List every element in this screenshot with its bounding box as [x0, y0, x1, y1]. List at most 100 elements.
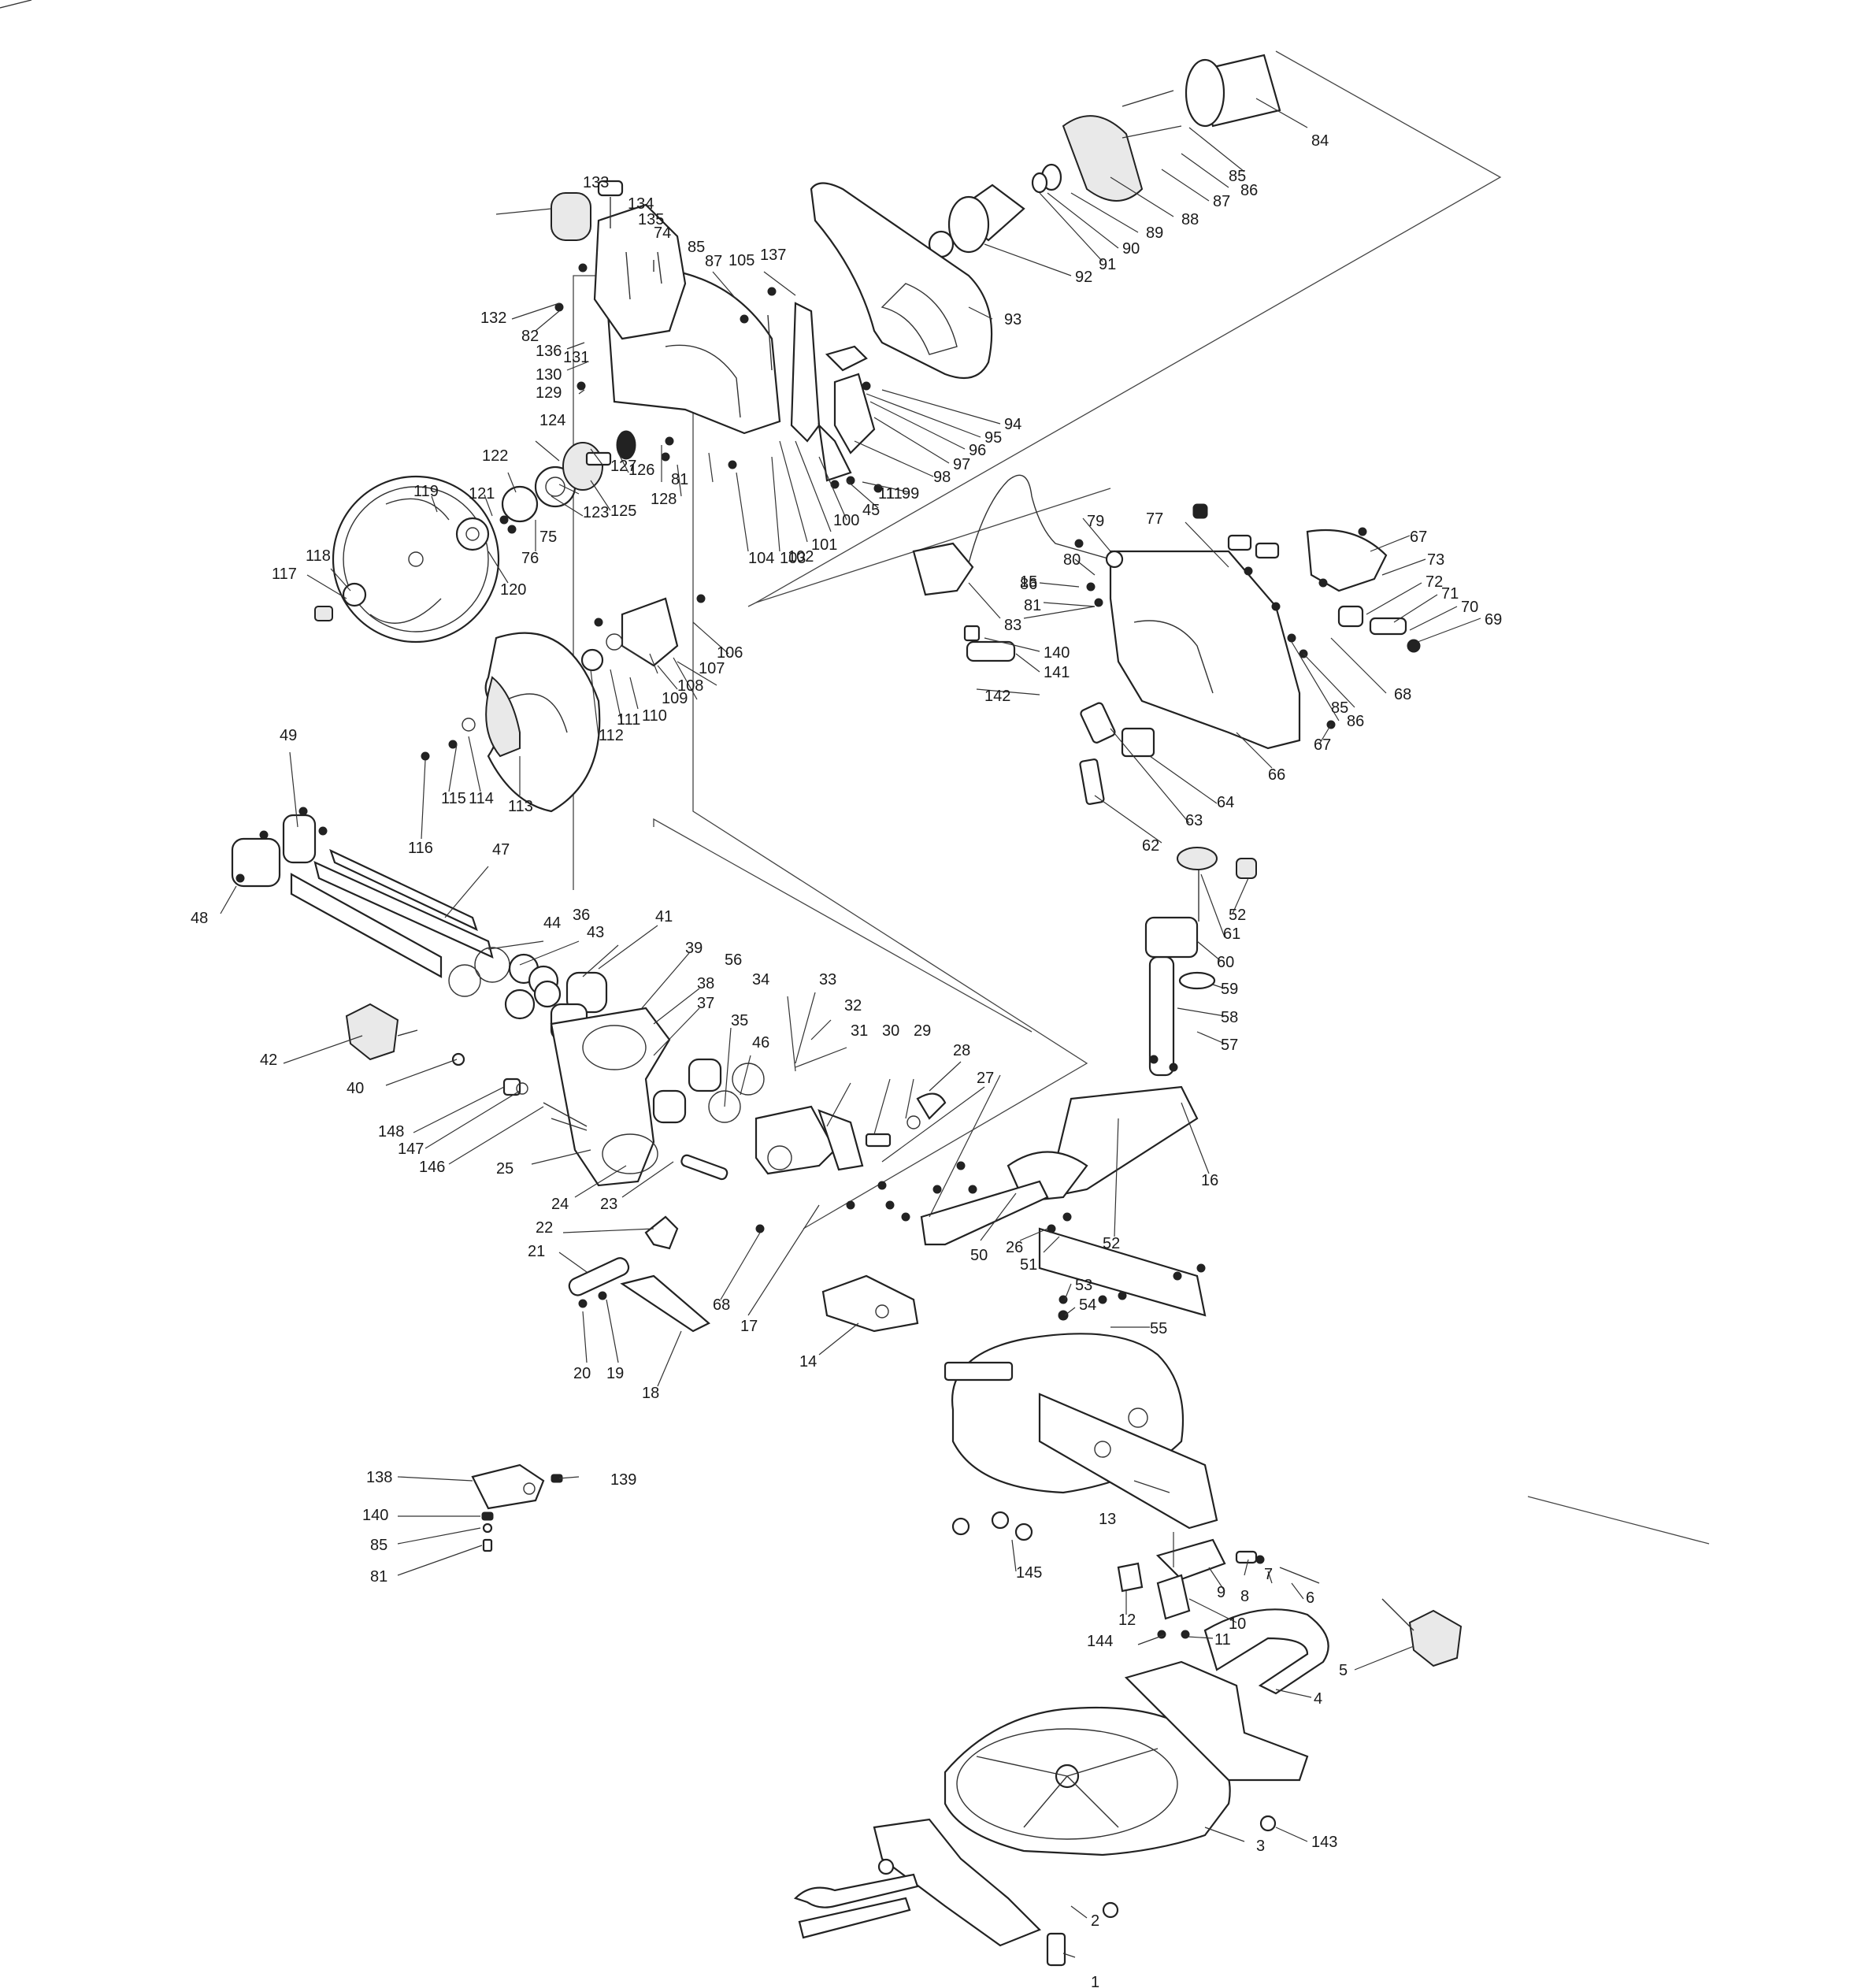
part-label: 14: [799, 1353, 817, 1370]
part-label: 64: [1217, 794, 1234, 811]
pivot-group: [345, 1003, 947, 1333]
trigger-62: [1079, 758, 1105, 805]
part-label: 45: [862, 502, 880, 519]
part-label: 74: [654, 224, 671, 242]
part-label: 62: [1142, 837, 1159, 855]
part-label: 147: [398, 1141, 424, 1158]
part-label: 82: [521, 328, 539, 345]
part-label: 75: [539, 529, 557, 546]
part-label: 41: [655, 908, 673, 925]
part-label: 123: [583, 504, 609, 521]
part-label: 93: [1004, 311, 1021, 328]
part-label: 108: [677, 677, 703, 695]
part-label: 69: [1485, 611, 1502, 629]
main-handle: [810, 182, 993, 380]
part-label: 46: [752, 1034, 769, 1051]
linkage-18: [620, 1274, 710, 1333]
part-label: 81: [370, 1568, 387, 1586]
part-label: 24: [551, 1196, 569, 1213]
part-label: 130: [536, 366, 562, 384]
lock-knob-5: [1408, 1609, 1463, 1667]
assembly-group-lines: [573, 50, 1710, 1545]
hardware-group: [1117, 1538, 1320, 1620]
switch-box-group: [471, 1463, 563, 1552]
part-label: 139: [610, 1471, 636, 1489]
part-label: 141: [1044, 664, 1070, 681]
part-label: 2: [1091, 1912, 1099, 1930]
part-label: 8: [1240, 1588, 1249, 1605]
rail-lower: [290, 873, 443, 978]
part-label: 85: [370, 1537, 387, 1554]
part-label: 81: [1024, 597, 1041, 614]
part-label: 138: [366, 1469, 392, 1486]
carry-handle: [793, 1873, 919, 1908]
part-label: 43: [587, 924, 604, 941]
part-label: 111: [617, 711, 640, 729]
part-label: 77: [1146, 510, 1163, 528]
turntable-group: [944, 1333, 1218, 1541]
part-label: 21: [528, 1243, 545, 1260]
part-label: 6: [1306, 1589, 1314, 1607]
rail-end-cap: [231, 837, 281, 888]
guide-51: [1038, 1227, 1207, 1317]
blade-group: [314, 430, 636, 644]
part-label: 135: [638, 211, 664, 228]
part-label: 116: [408, 840, 433, 857]
part-label: 86: [1240, 182, 1258, 199]
base-frame: [873, 1818, 1041, 1947]
part-label: 146: [419, 1159, 445, 1176]
part-label: 12: [1118, 1612, 1136, 1629]
part-label: 85: [1331, 699, 1348, 717]
part-label: 36: [573, 907, 590, 924]
part-label: 133: [583, 174, 609, 191]
part-label: 104: [748, 550, 774, 567]
part-label: 44: [543, 914, 561, 932]
part-label: 72: [1426, 573, 1443, 591]
part-label: 27: [977, 1070, 994, 1087]
part-label: 57: [1221, 1037, 1238, 1054]
part-label: 88: [1181, 211, 1199, 228]
part-label: 86: [1347, 713, 1364, 730]
part-label: 55: [1150, 1320, 1167, 1337]
part-label: 96: [969, 442, 986, 459]
part-label: 137: [760, 247, 786, 264]
part-label: 140: [1044, 644, 1070, 662]
part-label: 17: [740, 1318, 758, 1335]
part-label: 58: [1221, 1009, 1238, 1026]
part-label: 110: [642, 707, 667, 725]
part-label: 67: [1314, 736, 1331, 754]
part-label: 68: [713, 1296, 730, 1314]
part-label: 56: [725, 951, 742, 969]
guard-bracket: [621, 597, 679, 667]
commutator: [947, 195, 990, 254]
part-label: 11: [886, 485, 903, 503]
switch-63: [1080, 702, 1116, 744]
part-label: 53: [1075, 1277, 1092, 1294]
part-label: 37: [697, 995, 714, 1012]
part-label: 97: [953, 456, 970, 473]
part-label: 94: [1004, 416, 1021, 433]
part-label: 81: [671, 471, 688, 488]
part-label: 121: [469, 485, 495, 503]
part-label: 40: [347, 1080, 364, 1097]
part-label: 85: [1229, 168, 1246, 185]
part-label: 42: [260, 1051, 277, 1069]
part-label: 50: [970, 1247, 988, 1264]
part-label: 54: [1079, 1296, 1096, 1314]
saw-blade: [332, 475, 500, 644]
part-label: 83: [1004, 617, 1021, 634]
part-label: 9: [1217, 1584, 1225, 1601]
cover-73: [1306, 529, 1388, 592]
part-labels: 1 2 3 4 5 6 7 8 9 10 11 11 11 12 13 14 1…: [191, 132, 1502, 1988]
part-label: 84: [1311, 132, 1329, 150]
arm-casting: [593, 203, 687, 340]
part-label: 25: [496, 1160, 513, 1178]
part-label: 80: [1063, 551, 1081, 569]
part-label: 1: [1091, 1974, 1099, 1988]
part-label: 105: [729, 252, 754, 269]
part-label: 119: [413, 483, 439, 500]
part-label: 18: [642, 1385, 659, 1402]
part-label: 68: [1394, 686, 1411, 703]
part-label: 22: [536, 1219, 553, 1237]
